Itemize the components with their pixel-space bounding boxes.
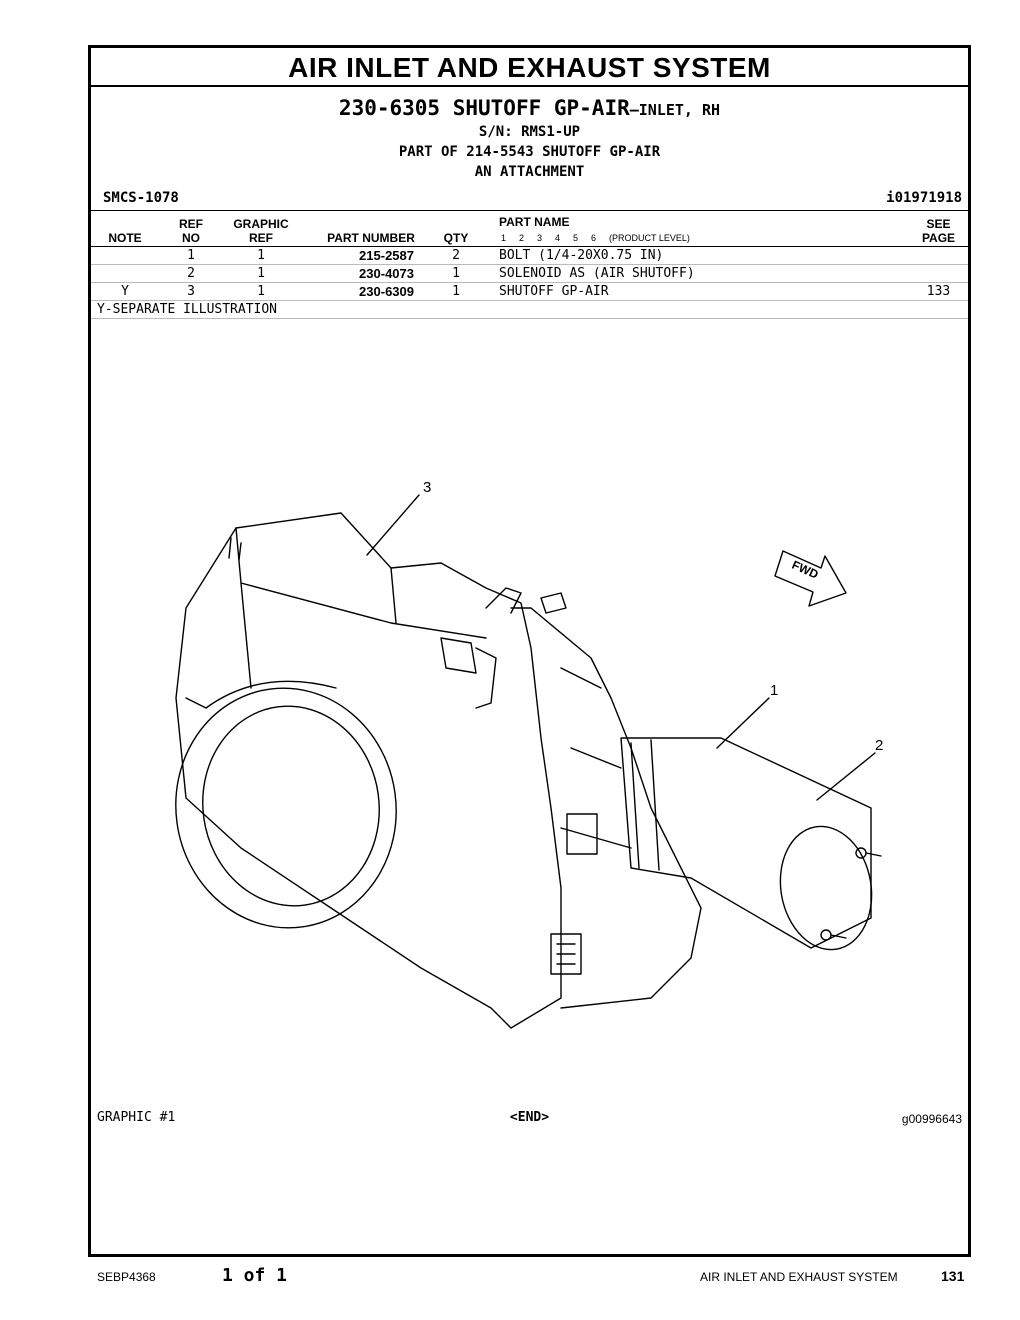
inlet-collar-edge: [205, 680, 337, 709]
table-top-rule: [91, 210, 968, 211]
row-1-part-name: BOLT (1/4-20X0.75 IN): [499, 248, 664, 263]
graphic-number: g00996643: [901, 1112, 962, 1126]
housing-stud: [228, 537, 242, 561]
header-ref-no-bottom: NO: [182, 231, 200, 245]
level-2: 2: [519, 233, 525, 243]
nameplate-lines: [556, 943, 576, 965]
leader-line-1: [716, 697, 770, 749]
row-3-ref-no: 3: [187, 284, 195, 299]
level-3: 3: [537, 233, 543, 243]
header-part-name: PART NAME: [499, 215, 570, 229]
row-divider: [91, 264, 968, 265]
bolt-link: [475, 647, 497, 709]
solenoid-collar: [630, 739, 660, 871]
row-2-ref-no: 2: [187, 266, 195, 281]
row-1-part-number: 215-2587: [359, 248, 414, 263]
part-number-title: 230-6305: [338, 96, 441, 120]
header-qty: QTY: [443, 231, 469, 245]
housing-outline: [175, 512, 562, 1029]
table-footnote: Y-SEPARATE ILLUSTRATION: [97, 302, 278, 317]
header-see-page-top: SEE: [926, 217, 951, 231]
leader-line-3: [366, 494, 420, 556]
document-ident: i01971918: [886, 190, 962, 206]
fwd-arrow: [774, 550, 847, 607]
row-3-note: Y: [121, 284, 129, 299]
level-5: 5: [573, 233, 579, 243]
header-part-number: PART NUMBER: [327, 231, 415, 245]
row-2-part-number: 230-4073: [359, 266, 414, 281]
serial-range: S/N: RMS1-UP: [478, 124, 581, 140]
inlet-ring-inner: [202, 705, 380, 907]
product-level-label: (PRODUCT LEVEL): [609, 233, 690, 243]
page-number: 131: [941, 1268, 965, 1284]
row-2-graphic-ref: 1: [257, 266, 265, 281]
level-4: 4: [555, 233, 561, 243]
row-1-qty: 2: [452, 248, 460, 263]
part-title-line: 230-6305 SHUTOFF GP-AIR—INLET, RH: [91, 96, 968, 120]
clamp-bolt: [540, 592, 567, 614]
part-of-line: PART OF 214-5543 SHUTOFF GP-AIR: [398, 144, 661, 160]
solenoid-end-cap: [779, 825, 873, 951]
terminal-studs: [830, 852, 882, 939]
parts-illustration: 3 1 2 FWD: [175, 479, 883, 1029]
housing-rib: [390, 567, 397, 624]
row-3-graphic-ref: 1: [257, 284, 265, 299]
callout-1: 1: [770, 682, 778, 699]
header-ref-no-top: REF: [179, 217, 203, 231]
row-2-qty: 1: [452, 266, 460, 281]
page-count: 1 of 1: [222, 1265, 288, 1286]
inlet-ring-outer: [175, 687, 397, 929]
solenoid-body: [620, 737, 872, 949]
callout-2: 2: [875, 737, 883, 754]
row-divider: [91, 300, 968, 301]
section-title: AIR INLET AND EXHAUST SYSTEM: [288, 52, 771, 83]
row-3-part-number: 230-6309: [359, 284, 414, 299]
footnote-rule: [91, 318, 968, 319]
callout-3: 3: [423, 479, 431, 496]
row-3-part-name: SHUTOFF GP-AIR: [499, 284, 609, 299]
row-3-qty: 1: [452, 284, 460, 299]
nameplate-upper: [566, 813, 598, 855]
page-frame: AIR INLET AND EXHAUST SYSTEM 230-6305 SH…: [88, 45, 971, 1257]
header-bottom-rule: [91, 246, 968, 247]
inlet-collar-link: [185, 697, 207, 709]
row-3-see-page: 133: [926, 284, 951, 299]
level-1: 1: [501, 233, 507, 243]
housing-side-edge: [240, 582, 252, 689]
valve-plate: [510, 607, 702, 1009]
group-line: AN ATTACHMENT: [474, 164, 585, 180]
smcs-code: SMCS-1078: [103, 190, 179, 206]
housing-top-edge: [235, 527, 487, 639]
level-6: 6: [591, 233, 597, 243]
header-graphic-ref-bottom: REF: [249, 231, 273, 245]
row-divider: [91, 282, 968, 283]
row-1-graphic-ref: 1: [257, 248, 265, 263]
part-subtitle: —INLET, RH: [629, 101, 721, 119]
header-note: NOTE: [108, 231, 142, 245]
header-graphic-ref-top: GRAPHIC: [233, 217, 289, 231]
valve-plate-ribs: [560, 667, 632, 849]
row-1-ref-no: 1: [187, 248, 195, 263]
footer-section: AIR INLET AND EXHAUST SYSTEM: [700, 1270, 898, 1284]
bolt-head: [440, 637, 477, 674]
bolt-bracket: [485, 587, 522, 614]
header-see-page-bottom: PAGE: [921, 231, 956, 245]
title-divider: [91, 85, 968, 87]
terminal-nut-lower: [820, 929, 832, 941]
end-marker: <END>: [509, 1110, 550, 1125]
leader-line-2: [816, 752, 876, 801]
graphic-label: GRAPHIC #1: [97, 1110, 176, 1125]
nameplate-lower: [550, 933, 582, 975]
fwd-label: FWD: [790, 558, 821, 582]
part-name-title: SHUTOFF GP-AIR: [452, 96, 630, 120]
document-id: SEBP4368: [97, 1270, 156, 1284]
row-2-part-name: SOLENOID AS (AIR SHUTOFF): [499, 266, 695, 281]
